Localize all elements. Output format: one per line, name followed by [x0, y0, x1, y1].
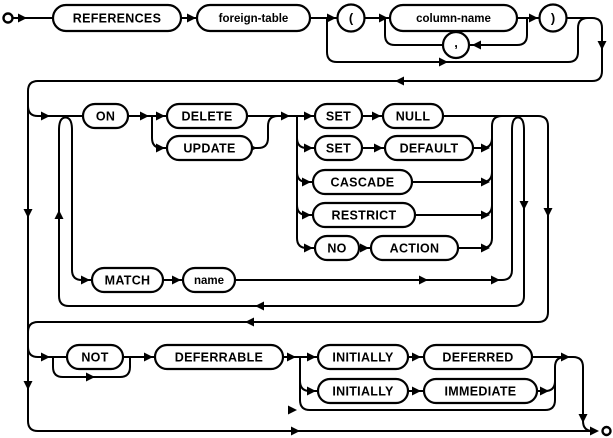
node-on: ON	[81, 102, 130, 130]
svg-text:DELETE: DELETE	[181, 110, 232, 124]
svg-text:SET: SET	[326, 110, 351, 124]
start-terminal-icon	[2, 12, 14, 24]
svg-text:DEFAULT: DEFAULT	[400, 142, 459, 156]
node-default: DEFAULT	[383, 134, 475, 162]
svg-text:name: name	[194, 275, 224, 287]
node-initially-deferred-initially: INITIALLY	[316, 343, 410, 371]
end-terminal-icon	[601, 425, 612, 437]
svg-text:REFERENCES: REFERENCES	[73, 12, 161, 26]
svg-text:NULL: NULL	[396, 110, 431, 124]
node-column-name: column-name	[388, 3, 519, 33]
node-deferred: DEFERRED	[422, 343, 534, 371]
svg-text:RESTRICT: RESTRICT	[332, 209, 397, 223]
node-update: UPDATE	[165, 134, 254, 162]
node-comma: ,	[441, 30, 471, 60]
node-left-paren: (	[336, 3, 366, 33]
node-name: name	[181, 266, 237, 294]
svg-text:): )	[551, 11, 555, 26]
svg-text:column-name: column-name	[416, 13, 491, 25]
node-delete: DELETE	[165, 102, 249, 130]
svg-text:ACTION: ACTION	[390, 242, 440, 256]
svg-text:IMMEDIATE: IMMEDIATE	[445, 385, 517, 399]
svg-text:foreign-table: foreign-table	[219, 13, 289, 25]
node-not: NOT	[65, 343, 125, 371]
node-initially-immediate-initially: INITIALLY	[316, 377, 410, 405]
svg-text:SET: SET	[326, 142, 351, 156]
svg-text:(: (	[349, 11, 354, 26]
node-deferrable: DEFERRABLE	[153, 343, 285, 371]
svg-text:NO: NO	[327, 242, 346, 256]
node-action: ACTION	[369, 234, 460, 262]
svg-text:NOT: NOT	[81, 351, 108, 365]
svg-text:MATCH: MATCH	[105, 274, 151, 288]
svg-text:INITIALLY: INITIALLY	[332, 385, 394, 399]
node-match: MATCH	[90, 266, 165, 294]
svg-text:CASCADE: CASCADE	[331, 176, 395, 190]
svg-text:DEFERRED: DEFERRED	[442, 351, 513, 365]
node-references: REFERENCES	[51, 3, 183, 33]
node-no: NO	[313, 234, 361, 262]
svg-text:INITIALLY: INITIALLY	[332, 351, 394, 365]
node-immediate: IMMEDIATE	[422, 377, 539, 405]
svg-text:DEFERRABLE: DEFERRABLE	[175, 351, 263, 365]
node-restrict: RESTRICT	[311, 201, 417, 229]
node-set-null-set: SET	[313, 102, 364, 130]
node-foreign-table: foreign-table	[195, 3, 312, 33]
svg-text:,: ,	[454, 35, 458, 50]
svg-text:UPDATE: UPDATE	[183, 142, 235, 156]
node-cascade: CASCADE	[311, 168, 414, 196]
arrowheads	[18, 13, 607, 436]
node-right-paren: )	[538, 3, 568, 33]
node-set-default-set: SET	[313, 134, 364, 162]
node-null: NULL	[381, 102, 445, 130]
svg-text:ON: ON	[96, 110, 115, 124]
